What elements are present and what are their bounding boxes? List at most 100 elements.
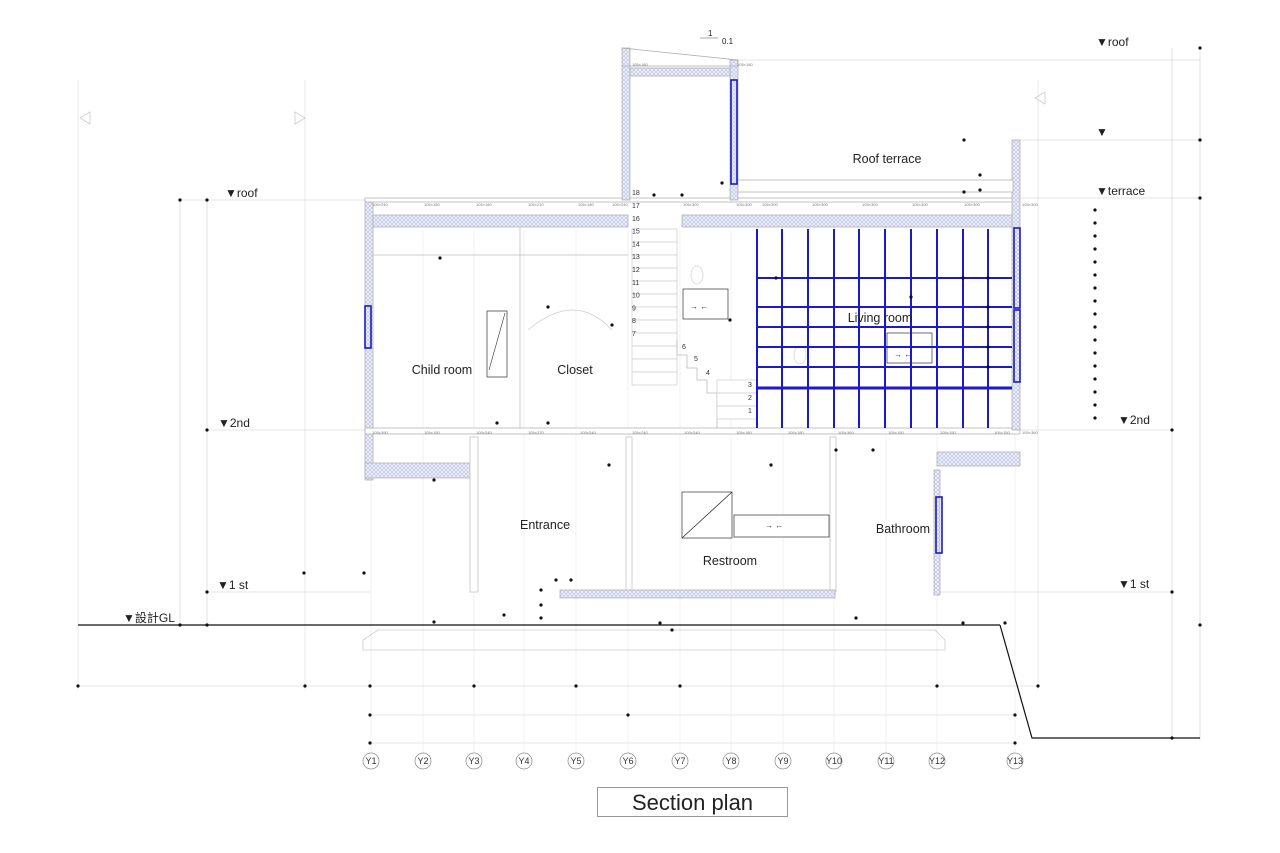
dim-dot [205,590,209,594]
grid-axis-label: Y12 [929,756,945,766]
stair-tread [631,332,678,347]
dim-dot [1093,416,1097,420]
beam-size-label: 105×180 [736,430,752,435]
dim-dot [658,621,662,625]
dim-dot [986,276,990,280]
stair-step-number: 7 [632,331,636,338]
grid-axis-bubble [671,752,689,770]
dim-dot [472,684,476,688]
building-structure [364,47,1021,599]
stair-step-number: 16 [632,216,640,223]
beam-size-label: 105×180 [788,430,804,435]
dim-dot [986,325,990,329]
beam-size-label: 105×180 [476,202,492,207]
grid-axis-bubble [722,752,740,770]
grid-axis-bubble [465,752,483,770]
slope-rise: 1 [708,29,713,38]
terrace-deck [737,179,1014,193]
beam-size-label: 105×240 [612,202,628,207]
level-right-1st: ▼1 st [1118,577,1150,591]
room-roof-terrace: Roof terrace [853,152,922,166]
grid-axis-bubble [774,752,792,770]
stair-tread [631,345,678,360]
window-vertical [935,496,943,554]
dim-dot [834,448,838,452]
dim-dot [205,623,209,627]
dim-dot [546,421,550,425]
stair-tread [631,371,678,386]
dim-dot [1093,260,1097,264]
dim-dot [1036,684,1040,688]
wall-restroom-right [829,436,837,593]
grid-axis-label: Y11 [878,756,893,766]
door-swing [488,312,506,371]
stair-step-number: 9 [632,305,636,312]
window-restroom-sliding [733,514,830,538]
window-vertical [730,79,738,185]
stair-step-number: 3 [748,382,752,389]
dim-dot [302,571,306,575]
beam-size-label: 105×300 [736,202,752,207]
dim-dot [1003,621,1007,625]
grid-axis-label: Y9 [777,756,788,766]
window-vertical [1013,227,1021,309]
dim-dot [962,138,966,142]
dim-dot [1170,590,1174,594]
grid-axis-label: Y10 [826,756,842,766]
window-stair [682,288,729,320]
dimension-guides [77,48,1201,752]
dim-dot [1093,351,1097,355]
beam-size-label: 105×300 [683,202,699,207]
dim-dot [871,448,875,452]
dim-dot [1093,221,1097,225]
beam-size-label: 105×150 [424,430,440,435]
window-vertical [364,305,372,349]
dim-dot [610,323,614,327]
beam-size-label: 105×360 [838,430,854,435]
grid-axis-bubble [877,752,895,770]
dim-dot [1198,46,1202,50]
dim-dot [438,256,442,260]
level-left-1st: ▼1 st [217,578,249,592]
dim-dot [303,684,307,688]
dim-dot [1093,325,1097,329]
grid-axis-bubble [414,752,432,770]
dim-dot [961,276,965,280]
grid-axis-label: Y4 [518,756,529,766]
drawing-title: Section plan [597,787,788,817]
living-room-grid [364,79,1021,554]
roof-slab-left [372,214,629,228]
stair-step-number: 1 [748,408,752,415]
level-right-terrace: ▼terrace [1096,184,1146,198]
grid-axis-bubble [567,752,585,770]
beam-size-label: 105×300 [964,202,980,207]
dim-dot [1093,364,1097,368]
dim-dot [1170,428,1174,432]
dim-dot [961,621,965,625]
bath-slab [936,451,1021,467]
level-left-roof: ▼roof [225,186,258,200]
beam-size-label: 105×240 [684,430,700,435]
dim-dot [652,193,656,197]
beam-size-label: 105×150 [994,430,1010,435]
dim-dot [1093,377,1097,381]
grid-axis-label: Y5 [570,756,581,766]
stair-tread [631,358,678,373]
dim-dot [178,623,182,627]
beam-size-label: 105×300 [812,202,828,207]
beam-size-label: 105×240 [372,202,388,207]
beam-size-label: 105×240 [580,430,596,435]
room-entrance: Entrance [520,518,570,532]
dim-dot [1093,273,1097,277]
room-closet: Closet [557,363,593,377]
dim-dot [670,628,674,632]
grid-axis-label: Y2 [417,756,428,766]
stair-step-number: 18 [632,190,640,197]
tower-wall-left [621,47,631,201]
tower-roof-slab [629,67,731,77]
section-arrow-marks [79,91,1046,125]
beam-size-label: 105×240 [632,430,648,435]
stair-step-number: 8 [632,318,636,325]
roof-slab-right [681,214,1016,228]
tower-wall-right [729,59,739,201]
